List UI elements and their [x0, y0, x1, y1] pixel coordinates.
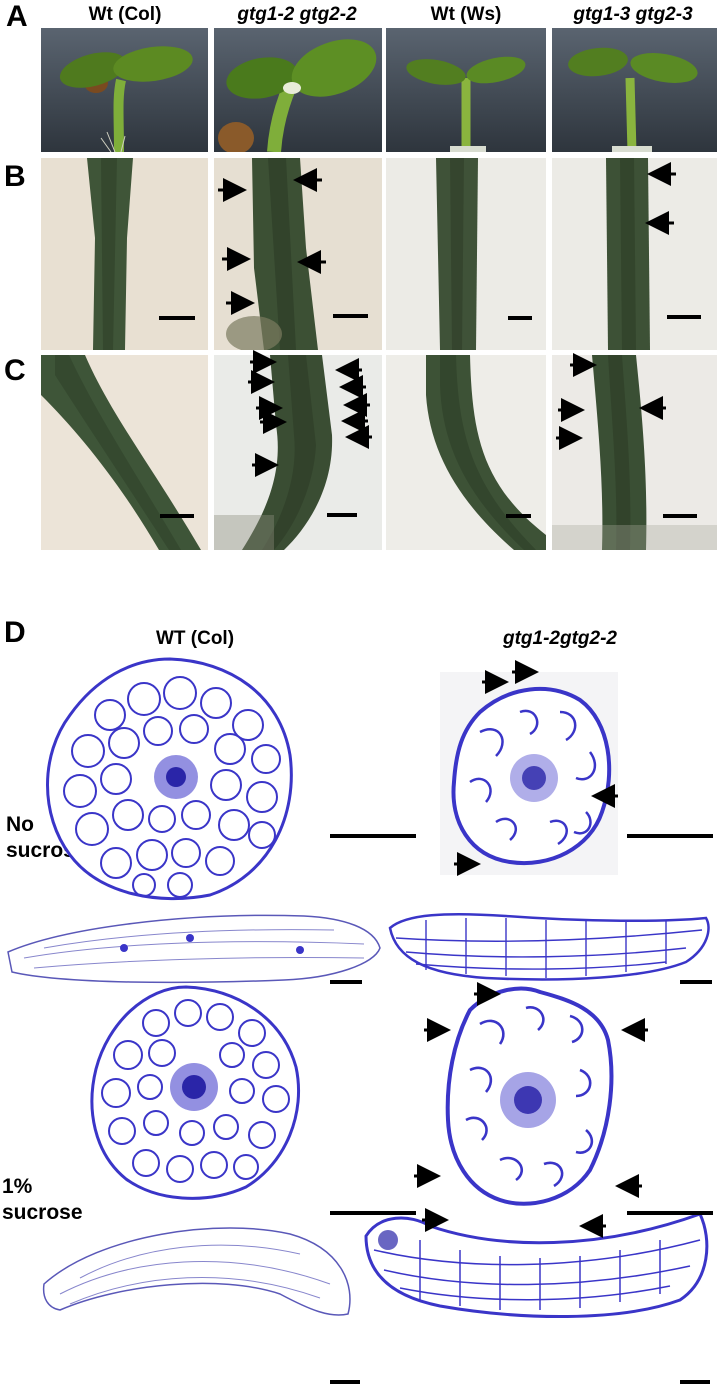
scale-bar — [627, 834, 713, 838]
row-label-line: sucrose — [2, 1201, 83, 1224]
column-header-wt-ws: Wt (Ws) — [430, 4, 502, 25]
scale-bar — [680, 1380, 710, 1384]
row-label-line: No — [6, 813, 34, 836]
cross-section-mutant-1-percent-sucrose — [445, 986, 614, 1206]
row-label-line: 1% — [2, 1175, 33, 1198]
scale-bar — [159, 316, 195, 320]
arrow-layer-lower — [414, 660, 648, 1238]
panel-label-c: C — [4, 354, 26, 387]
seedling-photo-wt-ws — [386, 28, 546, 152]
panel-label-a: A — [6, 0, 28, 33]
hypocotyl-photo-c-wt-col — [41, 355, 208, 550]
scale-bar — [506, 514, 531, 518]
seedling-photo-gtg1-3-gtg2-3 — [552, 28, 717, 152]
scale-bar — [327, 513, 357, 517]
arrow-layer-upper — [218, 162, 676, 477]
scale-bar — [330, 1380, 360, 1384]
scale-bar — [160, 514, 194, 518]
column-header-gtg1-2-gtg2-2: gtg1-2 gtg2-2 — [237, 4, 357, 25]
scale-bar — [680, 980, 712, 984]
column-header-gtg1-3-gtg2-3: gtg1-3 gtg2-3 — [573, 4, 693, 25]
panel-label-d: D — [4, 616, 26, 649]
seedling-photo-wt-col — [41, 28, 208, 152]
cross-section-mutant-no-sucrose — [440, 672, 618, 875]
scale-bar — [330, 1211, 416, 1215]
d-column-header-gtg1-2gtg2-2: gtg1-2gtg2-2 — [503, 628, 617, 649]
scale-bar — [663, 514, 697, 518]
scale-bar — [330, 980, 362, 984]
seedling-photo-gtg1-2-gtg2-2 — [214, 28, 382, 152]
d-column-header-wt-col: WT (Col) — [155, 628, 235, 649]
longitudinal-section-wt-no-sucrose — [7, 914, 381, 984]
hypocotyl-photo-b-gtg1-3-gtg2-3 — [552, 158, 717, 350]
scale-bar — [667, 315, 701, 319]
column-header-wt-col: Wt (Col) — [88, 4, 162, 25]
scale-bar — [627, 1211, 713, 1215]
scale-bar — [330, 834, 416, 838]
row-label-1-percent-sucrose: 1% sucrose — [2, 1174, 83, 1226]
panel-label-b: B — [4, 160, 26, 193]
hypocotyl-photo-b-wt-ws — [386, 158, 546, 350]
longitudinal-section-mutant-no-sucrose — [388, 912, 710, 981]
cross-section-wt-1-percent-sucrose — [90, 985, 301, 1200]
scale-bar — [508, 316, 532, 320]
cross-section-wt-no-sucrose — [46, 657, 293, 901]
longitudinal-section-wt-1-percent-sucrose — [42, 1227, 351, 1316]
scale-bar — [333, 314, 368, 318]
